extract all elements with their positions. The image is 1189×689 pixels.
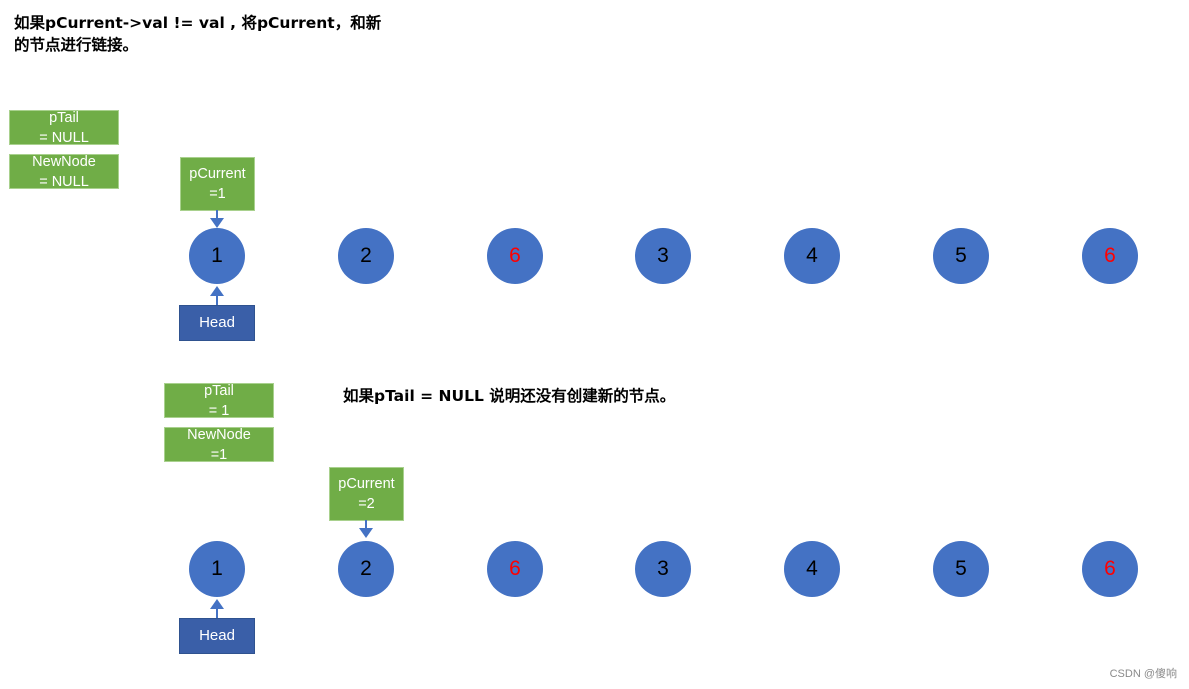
list-node: 1 [189,228,245,284]
pcurrent-value: =2 [358,496,375,512]
ptail-label-state2: pTail = 1 [164,383,274,418]
middle-description: 如果pTail = NULL 说明还没有创建新的节点。 [343,387,676,405]
newnode-value: =1 [210,446,228,462]
pcurrent-down-arrow [210,210,224,228]
head-up-arrow [210,286,224,306]
list-node: 4 [784,228,840,284]
list-node: 3 [635,228,691,284]
pcurrent-label-state1: pCurrent =1 [180,157,255,211]
ptail-name: pTail [49,110,79,126]
ptail-value: = 1 [208,402,230,418]
ptail-value: = NULL [39,129,89,145]
list-node: 2 [338,541,394,597]
head-box-state2: Head [179,618,255,654]
list-node: 2 [338,228,394,284]
newnode-value: = NULL [39,173,89,189]
list-node: 1 [189,541,245,597]
list-node-highlighted: 6 [1082,228,1138,284]
newnode-label-state1: NewNode = NULL [9,154,119,189]
head-up-arrow [210,599,224,619]
newnode-name: NewNode [187,427,251,443]
list-node: 5 [933,541,989,597]
ptail-name: pTail [204,383,234,399]
newnode-name: NewNode [32,154,96,170]
list-node: 4 [784,541,840,597]
pcurrent-value: =1 [209,186,226,202]
list-node-highlighted: 6 [1082,541,1138,597]
newnode-label-state2: NewNode =1 [164,427,274,462]
top-description: 如果pCurrent->val != val , 将pCurrent，和新的节点… [14,14,382,54]
list-node-highlighted: 6 [487,541,543,597]
list-node: 3 [635,541,691,597]
pcurrent-name: pCurrent [338,476,395,492]
watermark: CSDN @傻响 [1109,668,1177,680]
list-node: 5 [933,228,989,284]
pcurrent-down-arrow [359,520,373,538]
pcurrent-label-state2: pCurrent =2 [329,467,404,521]
list-node-highlighted: 6 [487,228,543,284]
ptail-label-state1: pTail = NULL [9,110,119,145]
pcurrent-name: pCurrent [189,166,246,182]
head-box-state1: Head [179,305,255,341]
